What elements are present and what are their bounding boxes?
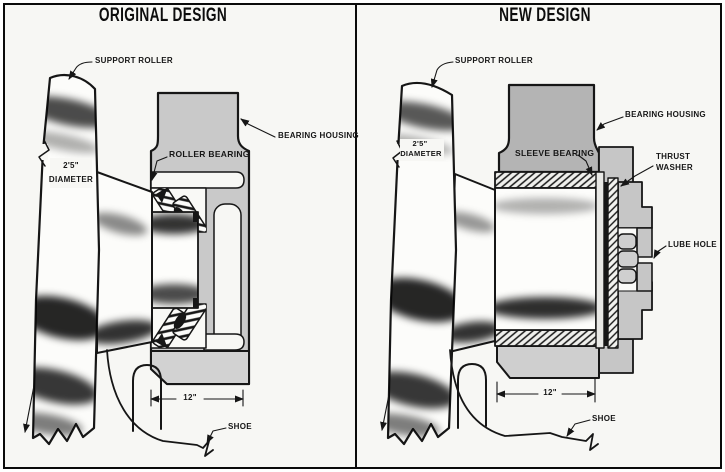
original-support-roller-label: SUPPORT ROLLER	[95, 56, 173, 65]
new-bolt-stack	[617, 233, 639, 284]
new-width-dim-label: 12"	[543, 388, 557, 397]
new-sleeve-bearing-lower	[494, 329, 599, 347]
original-design-title: ORIGINAL DESIGN	[98, 5, 228, 26]
original-shaft-cone	[96, 171, 153, 354]
new-end-cap	[598, 146, 653, 374]
new-bearing-housing-label: BEARING HOUSING	[625, 110, 706, 119]
new-diameter-label-bg	[400, 139, 444, 161]
original-roller-bearing-label: ROLLER BEARING	[169, 149, 250, 159]
original-leader-lines	[68, 61, 276, 444]
new-support-roller-label: SUPPORT ROLLER	[455, 56, 533, 65]
new-shoe-label: SHOE	[592, 414, 616, 423]
original-diameter-value-label: 2'5"	[63, 161, 79, 170]
original-shoe-label: SHOE	[228, 422, 252, 431]
original-shoe-outline	[106, 349, 214, 457]
new-thrust-washer-label-line1: THRUST	[656, 152, 691, 161]
new-diameter-word-label: DIAMETER	[400, 149, 442, 158]
new-lube-hole-label: LUBE HOLE	[668, 240, 717, 249]
new-leader-lines	[430, 61, 667, 437]
panel-divider	[355, 3, 357, 469]
new-shoe-outline	[449, 349, 599, 451]
new-lube-hole-gap	[636, 227, 653, 292]
new-diameter-value-label: 2'5"	[412, 139, 428, 148]
original-roller-bearing-lower	[150, 303, 207, 349]
new-bottom-housing-block	[496, 345, 600, 379]
original-diameter-label-bg	[50, 158, 92, 188]
original-width-dimension	[150, 389, 244, 407]
original-diameter-word-label: DIAMETER	[48, 175, 94, 184]
new-design-title: NEW DESIGN	[499, 5, 591, 26]
new-sleeve-bearing-label: SLEEVE BEARING	[515, 148, 595, 158]
original-support-roller	[31, 73, 101, 446]
new-thrust-washer	[607, 177, 619, 349]
new-width-dimension	[496, 377, 596, 403]
original-bearing-housing-label: BEARING HOUSING	[278, 131, 359, 140]
new-sleeve-bearing-upper	[494, 171, 599, 189]
new-shaft	[494, 171, 608, 349]
original-width-dim-label: 12"	[183, 393, 197, 402]
new-shaft-cone	[448, 173, 496, 353]
original-shaft	[150, 211, 199, 309]
new-support-roller	[386, 81, 458, 446]
new-thrust-washer-label-line2: WASHER	[656, 163, 693, 172]
